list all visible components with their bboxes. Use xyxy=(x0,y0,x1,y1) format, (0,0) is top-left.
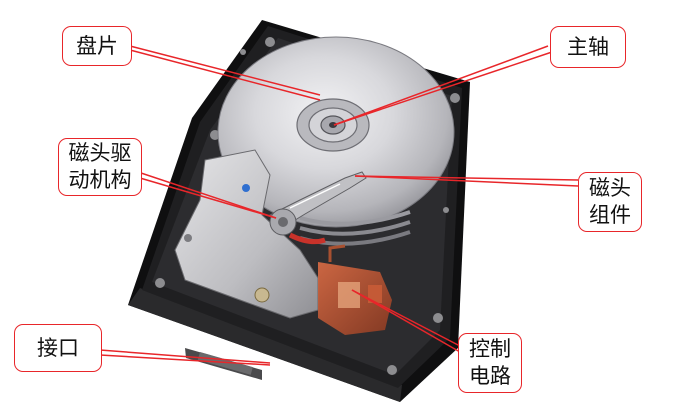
label-actuator-line2: 动机构 xyxy=(68,168,132,192)
label-actuator-line1: 磁头驱 xyxy=(68,141,132,165)
interface-connector xyxy=(185,348,262,380)
case-screws xyxy=(155,37,460,375)
label-actuator: 磁头驱 动机构 xyxy=(58,138,142,196)
spindle-hub xyxy=(296,98,370,152)
label-interface-text: 接口 xyxy=(37,335,79,360)
label-interface: 接口 xyxy=(14,324,102,372)
callout-lines xyxy=(99,45,579,366)
callout-line-spindle xyxy=(333,45,549,126)
label-platter: 盘片 xyxy=(62,26,132,66)
callout-line-control xyxy=(351,289,461,347)
callout-line-actuator xyxy=(137,171,277,219)
label-control-circuit: 控制 电路 xyxy=(458,333,522,393)
head-arm xyxy=(269,171,367,245)
control-circuit xyxy=(318,244,392,335)
label-control-line2: 电路 xyxy=(469,364,511,388)
label-spindle: 主轴 xyxy=(550,26,626,68)
callout-line-interface xyxy=(99,349,271,364)
callout-line-platter xyxy=(129,45,321,96)
label-control-line1: 控制 xyxy=(469,337,511,361)
label-head-assembly: 磁头 组件 xyxy=(578,172,642,232)
callout-line-head xyxy=(354,175,579,181)
label-platter-text: 盘片 xyxy=(76,33,118,58)
label-spindle-text: 主轴 xyxy=(567,34,609,59)
label-head-line1: 磁头 xyxy=(589,176,631,200)
label-head-line2: 组件 xyxy=(589,203,631,227)
